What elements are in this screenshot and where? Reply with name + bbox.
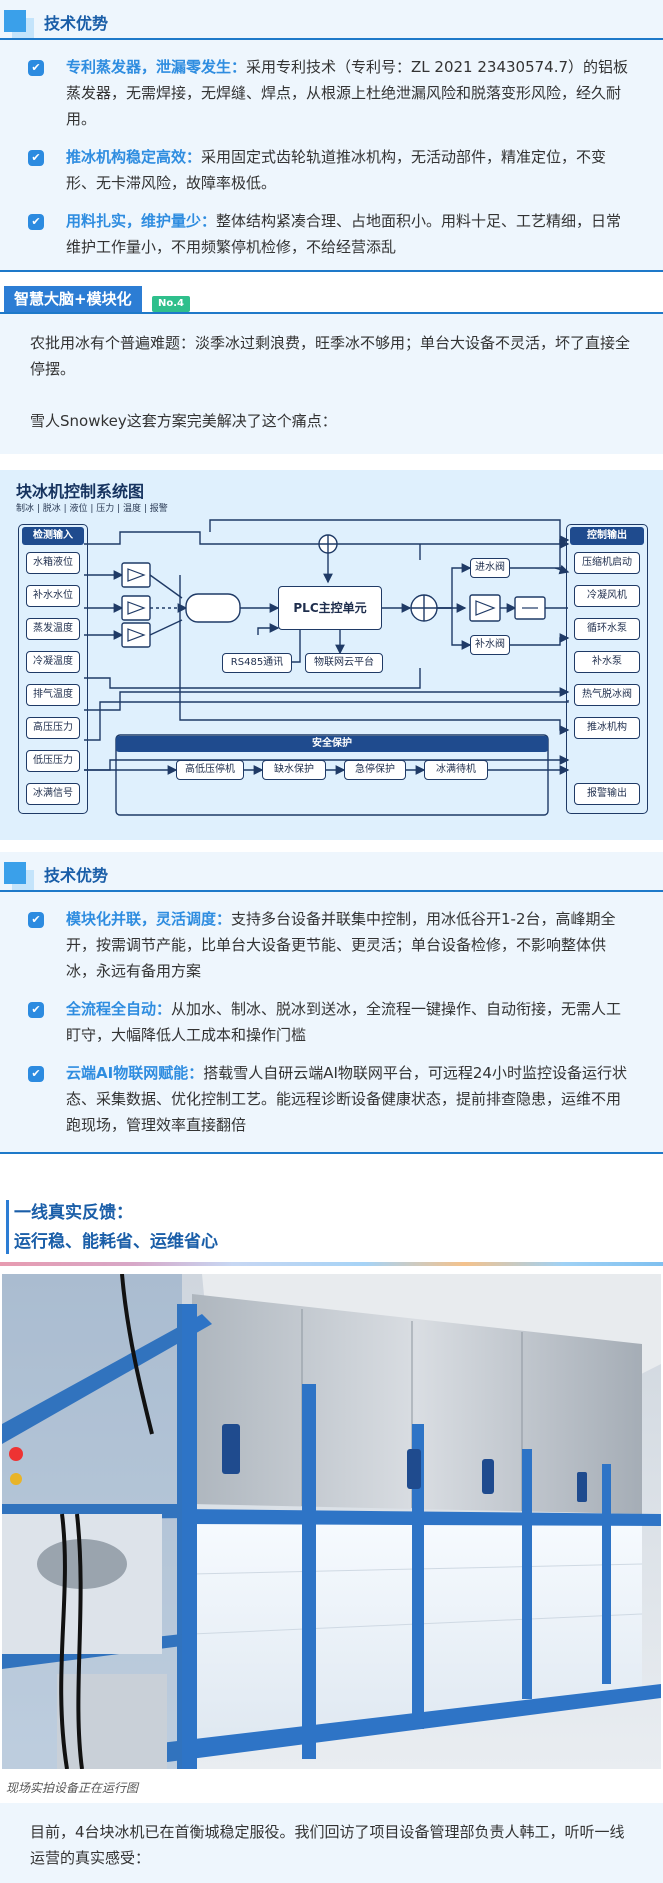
section-title: 技术优势 <box>44 14 109 33</box>
feedback-title-line1: 一线真实反馈： <box>14 1203 133 1223</box>
intro-block: 农批用冰有个普遍难题：淡季冰过剩浪费，旺季冰不够用；单台大设备不灵活，坏了直接全… <box>0 314 663 454</box>
input-item: 蒸发温度 <box>26 618 80 640</box>
header-decor-square <box>4 862 26 884</box>
equipment-photo <box>2 1274 661 1769</box>
safety-item: 缺水保护 <box>262 760 326 780</box>
input-item: 排气温度 <box>26 684 80 706</box>
input-item: 水箱液位 <box>26 552 80 574</box>
advantage-item: ✔ 用料扎实，维护量少：整体结构紧凑合理、占地面积小。用料十足、工艺精细，日常维… <box>28 208 633 260</box>
advantage-text: 从加水、制冰、脱冰到送冰，全流程一键操作、自动衔接，无需人工盯守，大幅降低人工成… <box>66 1000 622 1044</box>
safety-item: 急停保护 <box>344 760 406 780</box>
control-system-diagram: 块冰机控制系统图 制冰 | 脱冰 | 液位 | 压力 | 温度 | 报警 <box>0 470 663 840</box>
advantage-list: ✔ 模块化并联，灵活调度：支持多台设备并联集中控制，用冰低谷开1-2台，高峰期全… <box>0 892 663 1160</box>
section-divider <box>0 38 663 40</box>
input-item: 高压压力 <box>26 717 80 739</box>
section-title: 技术优势 <box>44 866 109 885</box>
makeup-valve-box: 补水阀 <box>470 635 510 655</box>
output-item: 冷凝风机 <box>574 585 640 607</box>
iot-platform-box: 物联网云平台 <box>305 653 383 673</box>
diagram-subtitle: 制冰 | 脱冰 | 液位 | 压力 | 温度 | 报警 <box>16 504 168 514</box>
diagram-connectors <box>84 519 570 816</box>
advantage-item: ✔ 专利蒸发器，泄漏零发生：采用专利技术（专利号：ZL 2021 2343057… <box>28 54 633 132</box>
input-item: 补水水位 <box>26 585 80 607</box>
feedback-header: 一线真实反馈： 运行稳、能耗省、运维省心 <box>0 1194 663 1274</box>
output-header: 控制输出 <box>570 527 644 545</box>
advantage-text: 采用专利技术（专利号：ZL 2021 23430574.7）的铝板蒸发器，无需焊… <box>66 58 629 128</box>
check-icon: ✔ <box>28 1066 44 1082</box>
advantage-highlight: 云端AI物联网赋能： <box>66 1064 204 1082</box>
advantage-text: 支持多台设备并联集中控制，用冰低谷开1-2台，高峰期全开，按需调节产能，比单台大… <box>66 910 616 980</box>
check-icon: ✔ <box>28 214 44 230</box>
input-header: 检测输入 <box>22 527 84 545</box>
advantage-item: ✔ 云端AI物联网赋能：搭载雪人自研云端AI物联网平台，可远程24小时监控设备运… <box>28 1060 633 1138</box>
diagram-title: 块冰机控制系统图 <box>16 482 145 501</box>
intro-paragraph: 雪人Snowkey这套方案完美解决了这个痛点： <box>30 412 337 430</box>
output-item: 压缩机启动 <box>574 552 640 574</box>
advantage-text: 搭载雪人自研云端AI物联网平台，可远程24小时监控设备运行状态、采集数据、优化控… <box>66 1064 627 1134</box>
check-icon: ✔ <box>28 60 44 76</box>
output-item: 循环水泵 <box>574 618 640 640</box>
safety-item: 高低压停机 <box>176 760 244 780</box>
module-tag: 智慧大脑+模块化 <box>4 286 142 312</box>
inlet-valve-box: 进水阀 <box>470 558 510 578</box>
safety-item: 冰满待机 <box>424 760 488 780</box>
number-badge: No.4 <box>152 296 190 312</box>
output-item: 热气脱冰阀 <box>574 684 640 706</box>
advantage-item: ✔ 模块化并联，灵活调度：支持多台设备并联集中控制，用冰低谷开1-2台，高峰期全… <box>28 906 633 984</box>
check-icon: ✔ <box>28 1002 44 1018</box>
section-header: 技术优势 <box>0 852 663 892</box>
advantage-text: 采用固定式齿轮轨道推冰机构，无活动部件，精准定位，不变形、无卡滞风险，故障率极低… <box>66 148 607 192</box>
gradient-divider <box>0 1262 663 1266</box>
tech-advantage-section-2: 技术优势 ✔ 模块化并联，灵活调度：支持多台设备并联集中控制，用冰低谷开1-2台… <box>0 852 663 1152</box>
input-item: 低压压力 <box>26 750 80 772</box>
module-tag-header: 智慧大脑+模块化 No.4 <box>0 286 663 314</box>
advantage-item: ✔ 推冰机构稳定高效：采用固定式齿轮轨道推冰机构，无活动部件，精准定位，不变形、… <box>28 144 633 196</box>
input-item: 冷凝温度 <box>26 651 80 673</box>
intro-paragraph: 农批用冰有个普遍难题：淡季冰过剩浪费，旺季冰不够用；单台大设备不灵活，坏了直接全… <box>30 334 631 378</box>
section-divider <box>0 890 663 892</box>
advantage-highlight: 模块化并联，灵活调度： <box>66 910 232 928</box>
output-item: 推冰机构 <box>574 717 640 739</box>
advantage-item: ✔ 全流程全自动：从加水、制冰、脱冰到送冰，全流程一键操作、自动衔接，无需人工盯… <box>28 996 633 1048</box>
closing-paragraph: 目前，4台块冰机已在首衡城稳定服役。我们回访了项目设备管理部负责人韩工，听听一线… <box>0 1803 663 1883</box>
equipment-photo-illustration <box>2 1274 661 1769</box>
advantage-highlight: 用料扎实，维护量少： <box>66 212 217 230</box>
header-accent-bar <box>6 1200 9 1254</box>
advantage-text: 整体结构紧凑合理、占地面积小。用料十足、工艺精细，日常维护工作量小，不用频繁停机… <box>66 212 622 256</box>
tag-divider <box>0 312 663 314</box>
plc-unit: PLC主控单元 <box>278 586 382 630</box>
safety-header: 安全保护 <box>116 736 548 752</box>
section-header: 技术优势 <box>0 0 663 40</box>
tech-advantage-section-1: 技术优势 ✔ 专利蒸发器，泄漏零发生：采用专利技术（专利号：ZL 2021 23… <box>0 0 663 270</box>
check-icon: ✔ <box>28 150 44 166</box>
output-frame <box>566 524 648 814</box>
advantage-highlight: 全流程全自动： <box>66 1000 172 1018</box>
feedback-title-line2: 运行稳、能耗省、运维省心 <box>14 1232 218 1252</box>
output-item: 补水泵 <box>574 651 640 673</box>
advantage-highlight: 推冰机构稳定高效： <box>66 148 202 166</box>
advantage-highlight: 专利蒸发器，泄漏零发生： <box>66 58 247 76</box>
advantage-list: ✔ 专利蒸发器，泄漏零发生：采用专利技术（专利号：ZL 2021 2343057… <box>0 40 663 282</box>
input-item: 冰满信号 <box>26 783 80 805</box>
header-decor-square <box>4 10 26 32</box>
check-icon: ✔ <box>28 912 44 928</box>
input-frame <box>18 524 88 814</box>
photo-caption: 现场实拍设备正在运行图 <box>6 1781 139 1795</box>
output-item: 报警输出 <box>574 783 640 805</box>
rs485-box: RS485通讯 <box>222 653 292 673</box>
